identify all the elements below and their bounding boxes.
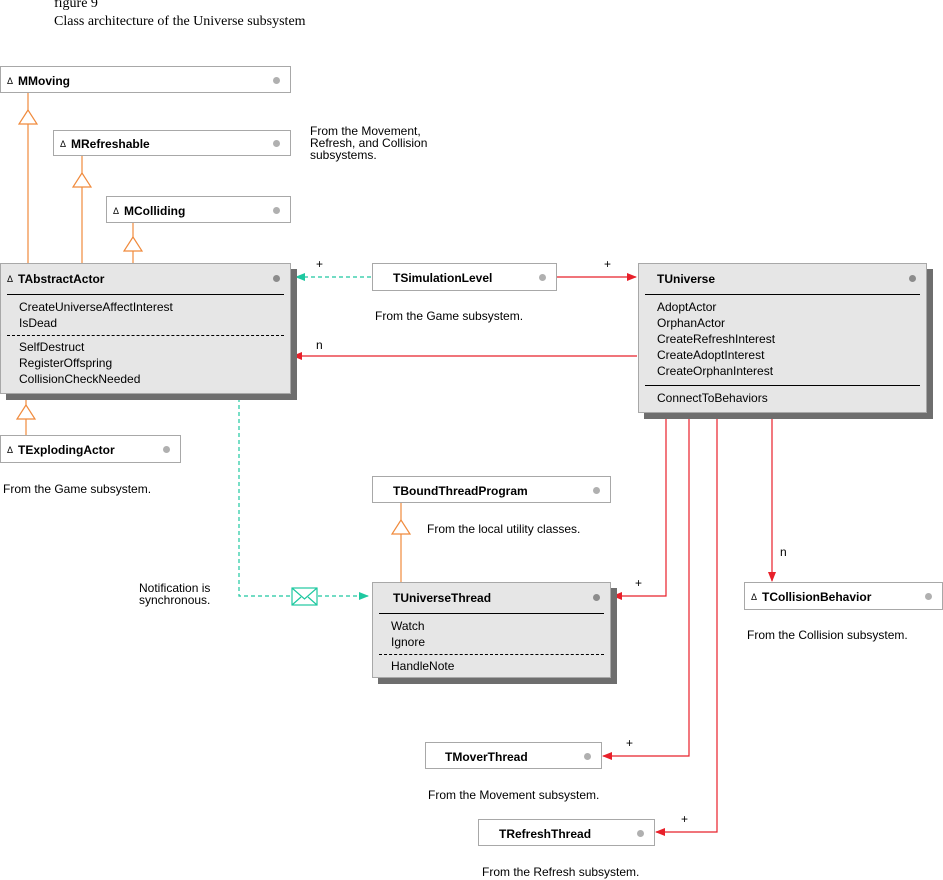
note-notification: Notification is synchronous.: [139, 581, 211, 607]
inherit-mcolliding-triangle: [122, 235, 144, 252]
abstract-icon: Δ: [7, 274, 14, 284]
operation[interactable]: OrphanActor: [657, 316, 726, 330]
envelope-icon: [291, 587, 318, 606]
class-name: TSimulationLevel: [393, 271, 493, 285]
inherit-boundthread-triangle: [390, 518, 412, 535]
separator: [7, 294, 284, 295]
multiplicity-universe-to-collision: n: [780, 545, 787, 559]
actor-to-thread-notification: [238, 398, 291, 597]
inherit-exploding-triangle: [15, 403, 37, 420]
abstract-icon: Δ: [7, 445, 14, 455]
operation[interactable]: IsDead: [19, 316, 58, 330]
multiplicity-sim-to-actor: +: [316, 257, 324, 271]
note-mixins-source: From the Movement, Refresh, and Collisio…: [310, 124, 428, 162]
multiplicity-universe-to-mover: +: [626, 736, 634, 750]
operation[interactable]: CollisionCheckNeeded: [19, 372, 141, 386]
class-tuniverse[interactable]: TUniverse AdoptActor OrphanActor CreateR…: [638, 263, 927, 413]
multiplicity-universe-to-refresh: +: [681, 812, 689, 826]
universe-to-mover-line: [602, 414, 690, 760]
class-name: TUniverseThread: [393, 591, 492, 605]
class-dot-icon: [273, 275, 280, 282]
operation[interactable]: AdoptActor: [657, 300, 717, 314]
separator: [645, 385, 920, 386]
operation[interactable]: CreateOrphanInterest: [657, 364, 774, 378]
class-mmoving[interactable]: Δ MMoving: [0, 66, 291, 93]
universe-to-thread-line: [612, 414, 667, 600]
class-tboundthreadprogram[interactable]: TBoundThreadProgram: [372, 476, 611, 503]
class-mcolliding[interactable]: Δ MColliding: [106, 196, 291, 223]
operation[interactable]: ConnectToBehaviors: [657, 391, 768, 405]
operation[interactable]: Watch: [391, 619, 425, 633]
class-tabstractactor[interactable]: Δ TAbstractActor CreateUniverseAffectInt…: [0, 263, 291, 394]
note-refresh-source: From the Refresh subsystem.: [482, 865, 640, 879]
figure-caption: Class architecture of the Universe subsy…: [54, 14, 306, 29]
class-name: TBoundThreadProgram: [393, 483, 528, 498]
class-tcollisionbehavior[interactable]: Δ TCollisionBehavior: [744, 582, 943, 610]
separator: [645, 294, 920, 295]
operation[interactable]: CreateAdoptInterest: [657, 348, 765, 362]
class-dot-icon: [637, 830, 644, 837]
operation[interactable]: CreateRefreshInterest: [657, 332, 776, 346]
class-name: TCollisionBehavior: [762, 590, 872, 604]
abstract-icon: Δ: [60, 139, 67, 149]
class-dot-icon: [539, 274, 546, 281]
class-trefreshthread[interactable]: TRefreshThread: [478, 819, 655, 846]
separator: [379, 613, 604, 614]
class-name: TExplodingActor: [18, 443, 115, 457]
other-operations: ConnectToBehaviors: [639, 386, 926, 410]
notification-lines: [238, 273, 371, 600]
abstract-icon: Δ: [751, 592, 758, 602]
separator: [7, 335, 284, 336]
note-simulation-source: From the Game subsystem.: [375, 309, 524, 323]
class-dot-icon: [273, 207, 280, 214]
class-dot-icon: [925, 593, 932, 600]
class-dot-icon: [593, 594, 600, 601]
class-dot-icon: [163, 446, 170, 453]
operation[interactable]: Ignore: [391, 635, 426, 649]
class-name: TMoverThread: [445, 749, 528, 764]
class-name: TRefreshThread: [499, 826, 592, 841]
operation[interactable]: RegisterOffspring: [19, 356, 113, 370]
protected-operations: HandleNote: [373, 655, 610, 678]
inheritance-lines: [15, 93, 412, 583]
public-operations: Watch Ignore: [373, 614, 610, 654]
multiplicity-universe-to-actor: n: [316, 338, 323, 352]
operation[interactable]: SelfDestruct: [19, 340, 85, 354]
class-name: TAbstractActor: [18, 272, 105, 286]
class-name: MColliding: [124, 203, 186, 218]
class-tmoverthread[interactable]: TMoverThread: [425, 742, 602, 769]
public-operations: CreateUniverseAffectInterest IsDead: [1, 295, 290, 335]
class-name: MMoving: [18, 73, 71, 88]
separator: [379, 654, 604, 655]
note-mover-source: From the Movement subsystem.: [428, 788, 600, 802]
note-exploding-source: From the Game subsystem.: [3, 482, 152, 496]
protected-operations: SelfDestruct RegisterOffspring Collision…: [1, 336, 290, 391]
note-collision-source: From the Collision subsystem.: [747, 628, 908, 642]
class-mrefreshable[interactable]: Δ MRefreshable: [53, 130, 291, 156]
class-dot-icon: [273, 140, 280, 147]
universe-to-refresh-line: [655, 414, 718, 836]
class-tsimulationlevel[interactable]: TSimulationLevel: [372, 263, 557, 291]
multiplicity-universe-to-thread: +: [635, 576, 643, 590]
figure-number: figure 9: [54, 0, 98, 11]
class-dot-icon: [909, 275, 916, 282]
operation[interactable]: HandleNote: [391, 659, 455, 673]
class-name: MRefreshable: [71, 137, 150, 151]
operation[interactable]: CreateUniverseAffectInterest: [19, 300, 173, 314]
inherit-mrefreshable-triangle: [71, 171, 93, 188]
class-name: TUniverse: [657, 272, 716, 286]
public-operations: AdoptActor OrphanActor CreateRefreshInte…: [639, 295, 926, 383]
abstract-icon: Δ: [113, 205, 120, 216]
abstract-icon: Δ: [7, 75, 14, 86]
class-texplodingactor[interactable]: Δ TExplodingActor: [0, 435, 181, 463]
association-lines: [292, 273, 776, 836]
class-tuniversethread[interactable]: TUniverseThread Watch Ignore HandleNote: [372, 582, 611, 678]
inherit-mmoving-triangle: [17, 108, 39, 125]
class-dot-icon: [584, 753, 591, 760]
multiplicity-sim-to-universe: +: [604, 257, 612, 271]
class-dot-icon: [273, 77, 280, 84]
note-bound-thread-source: From the local utility classes.: [427, 522, 581, 536]
class-dot-icon: [593, 487, 600, 494]
